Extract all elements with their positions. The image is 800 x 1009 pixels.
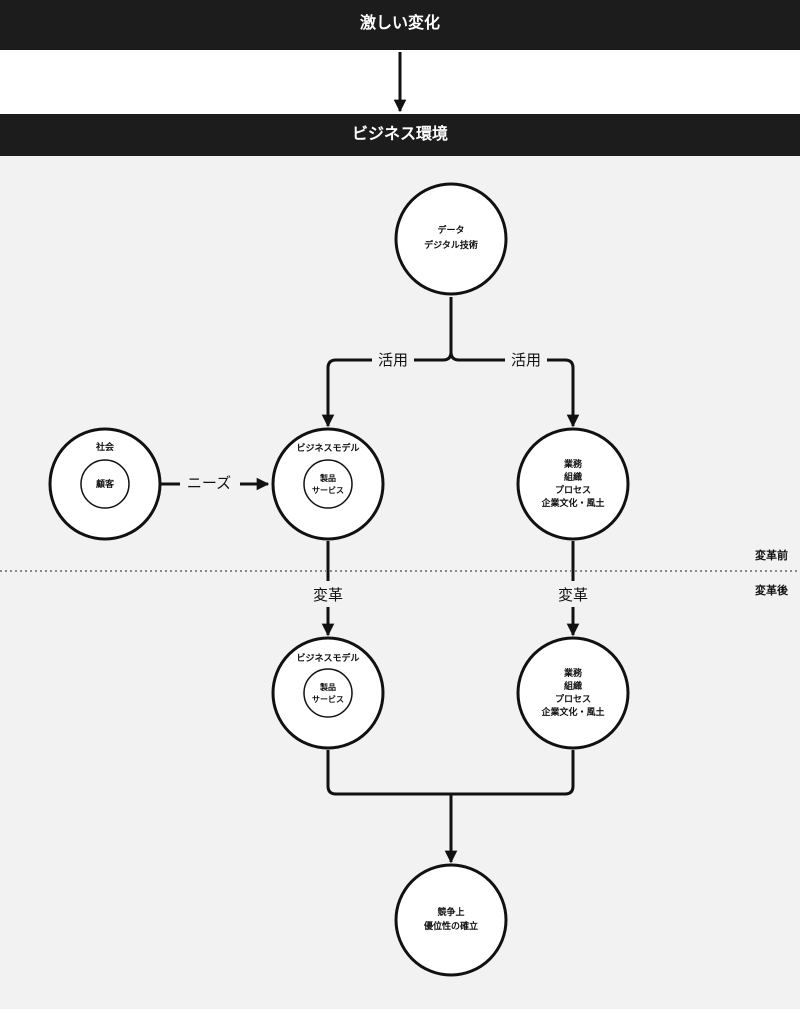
operations-line: 企業文化・風土 [540,497,604,509]
operations-before-node: 業務 組織 プロセス 企業文化・風土 [516,427,630,541]
result-line: 競争上 [437,906,464,918]
data-node-line: データ [437,224,464,236]
needs-label-bg [180,470,240,496]
society-node: 社会 顧客 [48,427,162,541]
phase-before-label: 変革前 [755,548,788,562]
service-label: サービス [312,694,344,704]
phase-after-label: 変革後 [755,583,789,597]
operations-line: 業務 [563,458,583,470]
use-left-label-bg [372,346,414,372]
operations-line: 組織 [564,680,582,692]
transform-right-label-bg [549,581,597,607]
use-right-label: 活用 [511,351,541,369]
customer-inner-circle [80,459,130,509]
data-to-operations-edge [449,351,580,428]
operations-line: プロセス [555,693,591,705]
society-label: 社会 [95,441,115,453]
product-label: 製品 [319,473,336,483]
needs-label: ニーズ [187,474,231,492]
business-environment-title: ビジネス環境 [351,124,448,143]
data-node: データ デジタル技術 [394,182,508,296]
customer-label: 顧客 [96,478,115,490]
use-right-label-bg [505,346,547,372]
business-model-label: ビジネスモデル [296,652,359,664]
product-service-inner-circle [303,668,353,718]
business-model-before-node: ビジネスモデル 製品 サービス [271,427,385,541]
operations-after-node: 業務 組織 プロセス 企業文化・風土 [516,636,630,750]
competitive-advantage-node: 競争上 優位性の確立 [394,863,508,977]
operations-line: プロセス [555,484,591,496]
product-label: 製品 [319,682,336,692]
business-environment-banner: ビジネス環境 [0,114,800,156]
product-service-inner-circle [303,459,353,509]
service-label: サービス [312,485,344,495]
use-left-label: 活用 [378,351,408,369]
operations-line: 業務 [563,667,583,679]
operations-line: 組織 [564,471,582,483]
transform-left-label-bg [304,581,352,607]
change-banner: 激しい変化 [0,0,800,50]
transform-right-label: 変革 [558,586,588,604]
after-merge-edge [326,750,575,796]
operations-line: 企業文化・風土 [540,706,604,718]
transform-left-label: 変革 [313,586,343,604]
business-model-after-node: ビジネスモデル 製品 サービス [271,636,385,750]
data-node-line: デジタル技術 [424,239,478,251]
result-line: 優位性の確立 [423,920,478,932]
change-banner-title: 激しい変化 [359,13,440,32]
business-model-label: ビジネスモデル [296,442,359,454]
